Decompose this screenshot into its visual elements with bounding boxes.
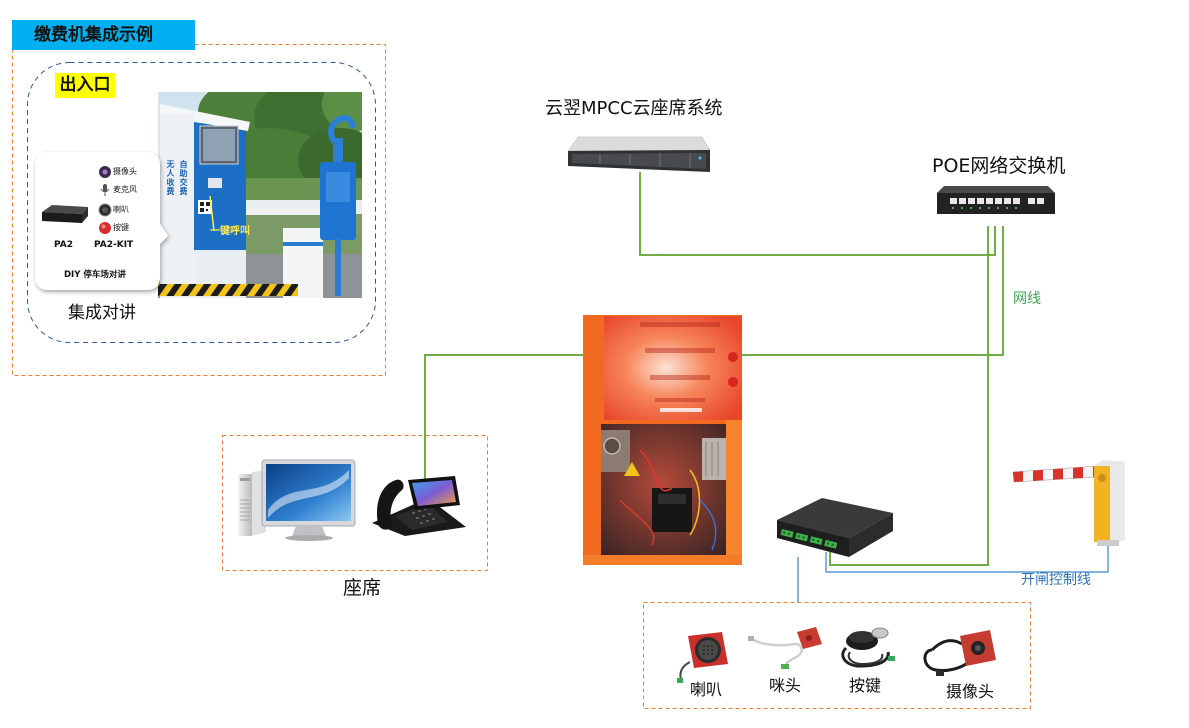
camera-icon <box>99 166 111 178</box>
entrance-label: 出入口 <box>55 73 115 98</box>
accessory-button-label: 按键 <box>849 676 882 695</box>
inset-item-microphone-label: 麦克风 <box>113 185 137 194</box>
accessory-speaker-label: 喇叭 <box>690 680 723 699</box>
seat-group-box <box>222 435 488 571</box>
cable-seat-to-kiosk <box>424 354 583 480</box>
seat-label: 座席 <box>343 577 382 599</box>
control-cables <box>797 545 1109 603</box>
ip-desk-phone-image <box>372 476 466 536</box>
kiosk-call-button-label: 一键呼叫 <box>210 226 250 237</box>
entrance-group-box <box>12 44 386 376</box>
cable-server-to-switch <box>639 172 996 256</box>
pa2-intercom-device-image <box>777 498 893 557</box>
microphone-icon <box>100 184 110 196</box>
cable-switch-to-intercom <box>829 226 989 566</box>
mpcc-server-image <box>567 136 711 172</box>
inset-caption: DIY 停车场对讲 <box>64 270 126 280</box>
kiosk-side-text-1: 无人收费 <box>166 160 175 196</box>
desktop-computer-image <box>238 459 356 541</box>
barrier-gate-image <box>1012 460 1126 546</box>
inset-kit-label: PA2-KIT <box>94 240 134 250</box>
network-cables <box>424 172 1004 566</box>
entrance-inner-box <box>27 62 376 343</box>
speaker-accessory-image <box>677 632 728 683</box>
poe-switch-image <box>937 186 1055 214</box>
diagram-title: 缴费机集成示例 <box>12 20 195 50</box>
entrance-caption: 集成对讲 <box>68 303 136 323</box>
camera-accessory-image <box>923 630 996 676</box>
accessory-camera-label: 摄像头 <box>946 682 995 701</box>
push-button-accessory-image <box>841 627 895 668</box>
speaker-icon <box>98 203 112 217</box>
payment-kiosk-photo <box>583 315 742 565</box>
gate-control-label: 开闸控制线 <box>1021 572 1091 588</box>
entrance-kiosk-photo <box>158 92 362 298</box>
microphone-accessory-image <box>748 627 822 669</box>
network-cable-label: 网线 <box>1013 291 1041 307</box>
pa2-device-image <box>42 205 88 223</box>
accessory-microphone-label: 咪头 <box>769 676 802 695</box>
server-label: 云翌MPCC云座席系统 <box>545 98 723 119</box>
pa2-kit-callout <box>35 152 168 290</box>
accessory-group-box <box>643 602 1031 709</box>
kiosk-side-text-2: 自助交费 <box>179 160 188 196</box>
gate-control-cable <box>825 545 1109 573</box>
cable-kiosk-to-switch <box>742 226 1004 356</box>
inset-item-speaker-label: 喇叭 <box>113 205 129 214</box>
inset-item-camera-label: 摄像头 <box>113 167 137 176</box>
inset-item-button-label: 按键 <box>113 223 129 232</box>
inset-device-label: PA2 <box>54 240 73 250</box>
push-button-icon <box>99 222 111 234</box>
switch-label: POE网络交换机 <box>932 155 1066 177</box>
